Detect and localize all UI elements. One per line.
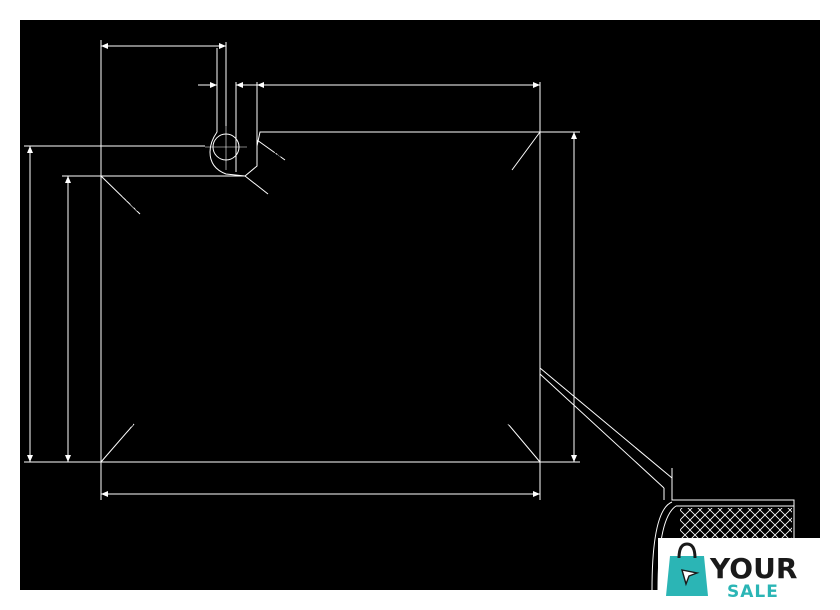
dim-left400-inch-close: ] [71,279,83,282]
dim-left400-inch-tol-b: -0.000 [78,286,85,306]
dim-615-inch: [24.213 [283,503,320,515]
dim-left400-tol: 0 [53,322,60,326]
dim-left400-label: 400 0 [15.748 +0.075 -0.000 ] [53,279,85,354]
dim-min450-value: min. 450 [19,284,31,326]
dim-35-inch: [1.378] [161,87,195,99]
dim-400-top-inch: [15.748] [375,87,415,99]
dim-min450-inch: [17.323] [33,285,45,325]
notch-pocket [209,48,246,177]
units-secondary: [inch] [789,35,818,49]
dim-left400-inch-tol-a: +0.075 [69,284,76,306]
drawing-background [20,20,820,590]
dim-right460-inch: [18.110 [583,305,595,341]
dim-left400-value: 400 [55,329,67,347]
dim-615-tol: 0 [308,479,312,486]
dim-615-inch-tol-b: -0.000 [331,509,351,516]
dim-615-label: 615 0 [24.213 +0.075 -0.000 ] [283,479,357,516]
dim-615-inch-tol-a: +0.075 [331,500,353,507]
dim-35-value: 35 [160,72,172,84]
brand-word-sale: SALE [727,582,779,602]
dim-400-top-value: 400 [373,72,391,84]
dim-max175-inch: [6.89] [164,49,192,61]
dim-right460-inch-close: ] [583,266,595,269]
brand-badge: YOUR SALE [658,538,820,602]
dim-615-inch-close: ] [354,503,357,515]
dim-min450-label: min. 450 [17.323] [19,284,45,326]
dim-right460-inch-tol-b: -0.000 [590,273,597,293]
dim-left400-inch: [15.748 [71,317,83,354]
dim-right460-tol: 0 [555,303,562,307]
brand-word-your: YOUR [709,552,797,585]
dim-max175-value: max. 175 [137,35,182,47]
detail-hatch [680,508,792,538]
dim-615-value: 615 [287,482,305,494]
dim-right460-inch-tol-a: +0.075 [581,271,588,293]
dim-right460-value: 460 [557,310,569,328]
shopping-bag-icon [666,542,708,596]
units-primary: mm [798,18,818,32]
arrowheads [27,43,577,497]
dim-right460-label: 460 0 [18.110 +0.075 -0.000 ] [555,266,597,341]
